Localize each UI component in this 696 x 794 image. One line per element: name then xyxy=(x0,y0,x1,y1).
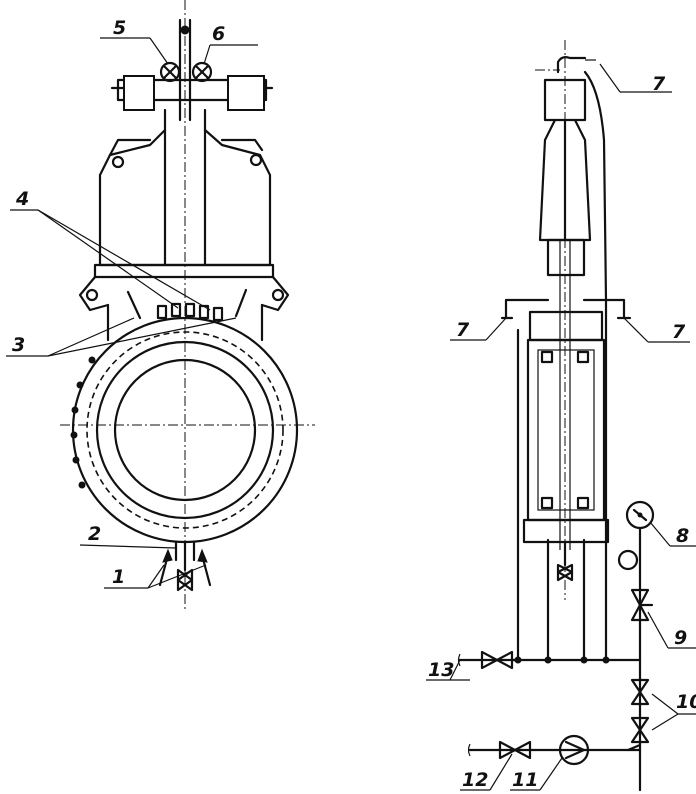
pressure-gauge-icon xyxy=(625,500,655,530)
pipe-bore xyxy=(113,358,257,502)
label-13: 13 xyxy=(428,659,454,681)
label-11: 11 xyxy=(512,769,538,791)
heating-tube-dots xyxy=(70,356,96,489)
pump-11-icon xyxy=(558,734,590,766)
pipe-flange xyxy=(95,340,275,520)
label-7-top: 7 xyxy=(652,73,666,95)
valve-front-view: 5 6 4 3 2 1 xyxy=(6,0,315,610)
valve-10b-icon xyxy=(630,716,650,732)
label-2: 2 xyxy=(88,523,101,545)
label-12: 12 xyxy=(462,769,488,791)
heating-coil-dashed xyxy=(86,331,284,529)
label-9: 9 xyxy=(674,627,687,649)
counterweight-right xyxy=(227,75,265,111)
label-5: 5 xyxy=(113,17,126,39)
right-leaders xyxy=(426,63,696,791)
gate-body xyxy=(526,338,606,522)
left-leaders xyxy=(6,37,258,589)
label-8: 8 xyxy=(676,525,689,547)
valve-9-icon xyxy=(630,588,650,607)
yoke-bar xyxy=(116,78,268,102)
label-10: 10 xyxy=(676,691,696,713)
label-6: 6 xyxy=(212,23,225,45)
label-7-left: 7 xyxy=(456,319,470,341)
valve-10a-icon xyxy=(630,678,650,694)
valve-side-view: 7 7 7 8 9 10 11 12 13 xyxy=(426,40,696,792)
body-flange xyxy=(93,263,275,279)
valve-12-icon xyxy=(498,740,517,760)
counterweight-left xyxy=(123,75,155,111)
label-4: 4 xyxy=(15,188,29,210)
label-1: 1 xyxy=(112,566,125,588)
label-3: 3 xyxy=(12,334,25,356)
label-7-right: 7 xyxy=(672,321,686,343)
